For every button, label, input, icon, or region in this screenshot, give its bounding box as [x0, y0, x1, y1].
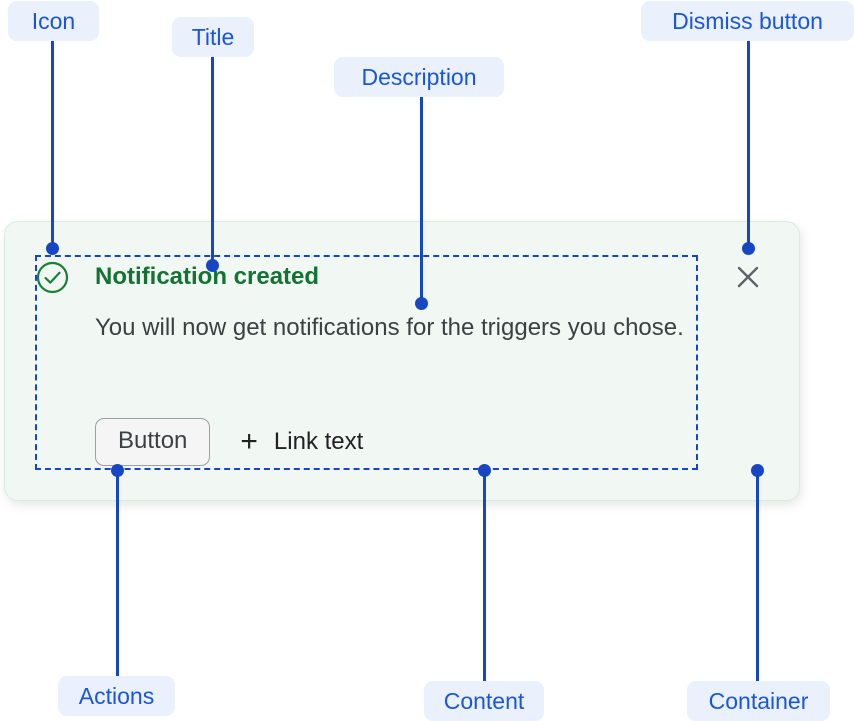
leader-dot-description	[414, 296, 428, 310]
leader-line-content	[483, 470, 486, 681]
plus-icon: +	[240, 425, 258, 458]
leader-dot-title	[205, 258, 219, 272]
leader-dot-icon	[45, 241, 59, 255]
action-link-group[interactable]: + Link text	[240, 427, 363, 457]
action-button[interactable]: Button	[95, 418, 211, 466]
annotation-label-content: Content	[424, 681, 544, 721]
annotation-label-icon: Icon	[8, 1, 99, 41]
leader-line-icon	[51, 41, 54, 248]
annotation-label-description: Description	[334, 57, 504, 97]
leader-dot-content	[477, 463, 491, 477]
leader-line-description	[420, 97, 423, 303]
notification-description: You will now get notifications for the t…	[95, 314, 684, 341]
actions-row: Button + Link text	[95, 418, 363, 466]
content-region-outline	[35, 255, 698, 470]
dismiss-button[interactable]	[734, 263, 762, 291]
leader-line-title	[211, 57, 214, 265]
leader-dot-dismiss-button	[741, 241, 755, 255]
leader-line-dismiss-button	[747, 41, 750, 248]
action-link[interactable]: Link text	[273, 428, 364, 455]
success-check-circle-icon	[36, 261, 69, 294]
leader-line-actions	[116, 470, 119, 676]
annotation-label-title: Title	[172, 17, 254, 57]
annotation-label-dismiss-button: Dismiss button	[641, 1, 854, 41]
annotation-label-actions: Actions	[58, 676, 175, 716]
annotation-label-container: Container	[687, 681, 830, 721]
leader-dot-actions	[110, 463, 124, 477]
leader-line-container	[756, 470, 759, 681]
leader-dot-container	[750, 463, 764, 477]
